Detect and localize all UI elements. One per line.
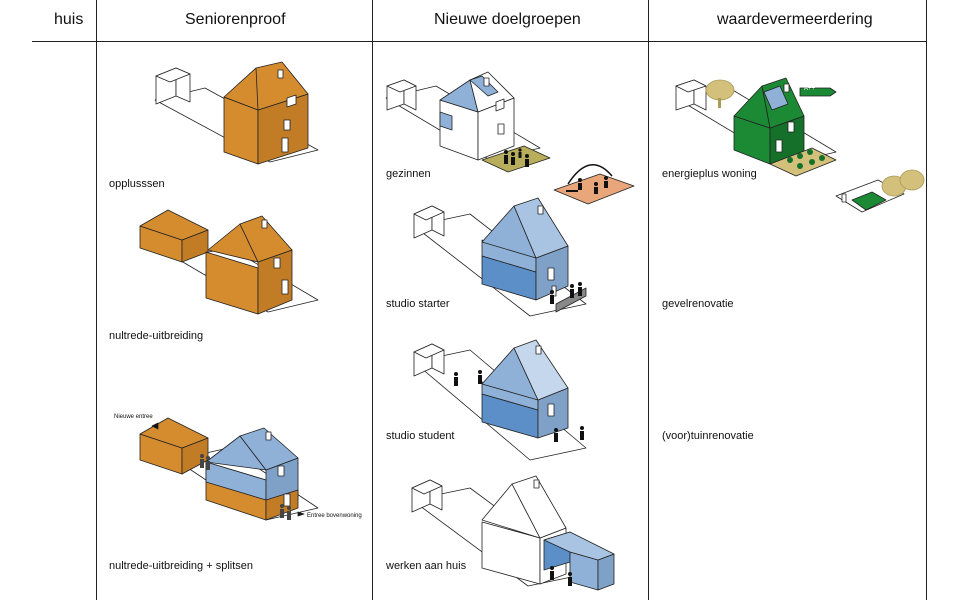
house-nultrede-illustration: [139, 209, 319, 315]
header-seniorenproof: Seniorenproof: [185, 11, 286, 28]
column-divider-4: [926, 0, 927, 600]
header-nieuwe-doelgroepen: Nieuwe doelgroepen: [434, 11, 581, 28]
label-energieplus-woning: energieplus woning: [662, 168, 757, 180]
label-gevelrenovatie: gevelrenovatie: [662, 298, 734, 310]
header-underline: [32, 41, 926, 42]
column-divider-2: [372, 0, 373, 600]
house-energieplus-illustration: [675, 77, 925, 213]
label-voortuinrenovatie: (voor)tuinrenovatie: [662, 430, 754, 442]
annotation-nieuwe-entree: Nieuwe entree: [114, 414, 153, 420]
house-werken-aan-huis-illustration: [411, 475, 615, 591]
header-waardevermeerdering: waardevermeerdering: [717, 11, 873, 28]
column-divider-3: [648, 0, 649, 600]
label-werken-aan-huis: werken aan huis: [386, 560, 467, 572]
label-opplussen: opplusssen: [109, 178, 165, 190]
label-studio-starter: studio starter: [386, 298, 450, 310]
house-gezinnen-illustration: [385, 71, 635, 205]
header-huis: huis: [54, 11, 84, 28]
label-gezinnen: gezinnen: [386, 168, 431, 180]
house-studio-starter-illustration: [413, 197, 587, 317]
label-nultrede-splitsen: nultrede-uitbreiding + splitsen: [109, 560, 254, 572]
label-nultrede-uitbreiding: nultrede-uitbreiding: [109, 330, 204, 342]
house-opplussen-illustration: [154, 61, 319, 165]
house-studio-student-illustration: [413, 339, 587, 461]
label-studio-student: studio student: [386, 430, 455, 442]
annotation-entree-bovenwoning: Entree bovenwoning: [307, 513, 362, 519]
energy-label-badge: A++: [804, 86, 816, 92]
house-nultrede-splitsen-illustration: [139, 417, 319, 521]
column-divider-1: [96, 0, 97, 600]
